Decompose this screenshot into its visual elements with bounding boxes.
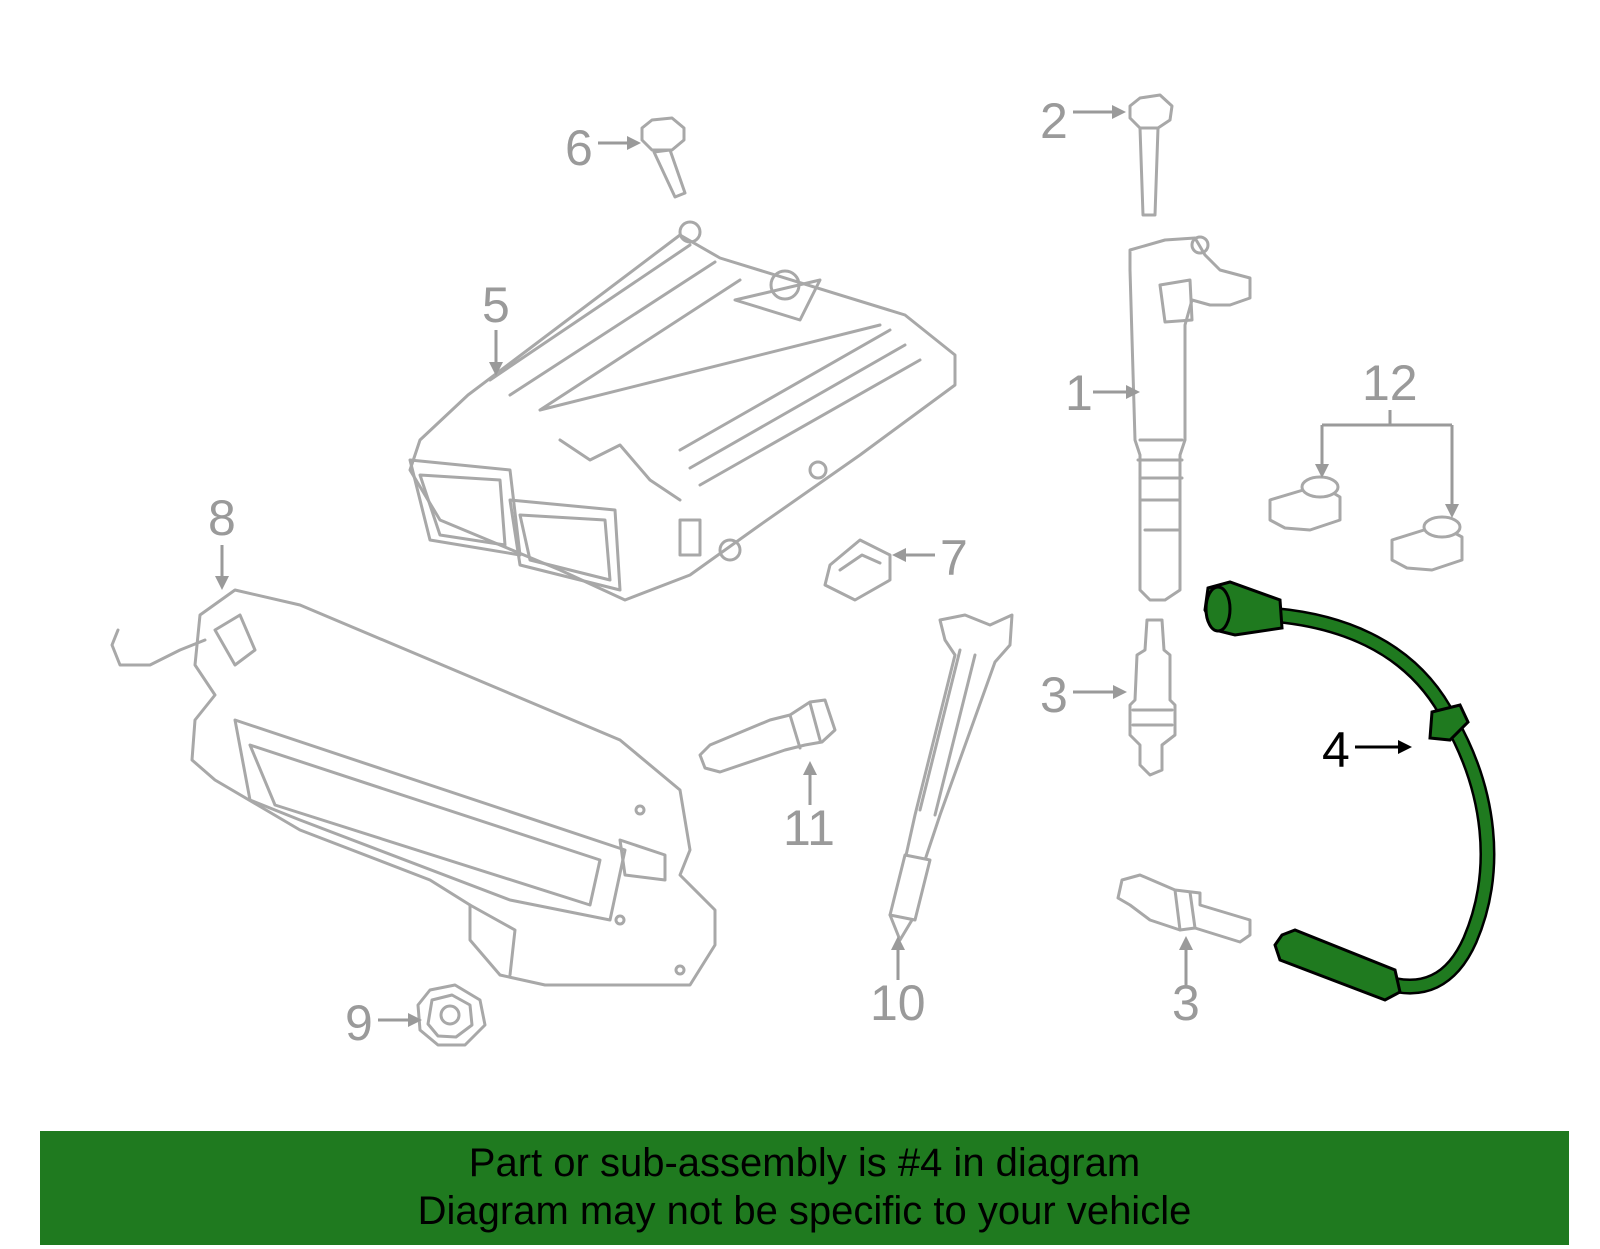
info-banner: Part or sub-assembly is #4 in diagram Di…	[40, 1131, 1569, 1245]
arrow-8	[215, 545, 229, 590]
retaining-clip	[823, 538, 892, 602]
arrow-6	[598, 136, 641, 150]
sensor-probe-10	[888, 613, 1014, 942]
callout-3-upper: 3	[1040, 667, 1068, 723]
spark-plug-upper	[1128, 618, 1177, 777]
arrow-7	[892, 548, 935, 562]
connector-sleeves	[1268, 475, 1464, 572]
module-bracket	[110, 588, 717, 987]
coil-bolt	[1128, 93, 1174, 217]
callout-12: 12	[1362, 355, 1418, 411]
callout-2: 2	[1040, 93, 1068, 149]
arrow-11	[803, 761, 817, 805]
callout-6: 6	[565, 120, 593, 176]
callout-1: 1	[1065, 365, 1093, 421]
callout-8: 8	[208, 490, 236, 546]
hex-nut	[416, 983, 487, 1047]
callout-7: 7	[940, 530, 968, 586]
arrow-4	[1355, 740, 1412, 754]
arrow-10	[891, 936, 905, 980]
arrow-3-upper	[1073, 685, 1127, 699]
banner-line-2: Diagram may not be specific to your vehi…	[417, 1189, 1192, 1233]
spark-plug-lower	[1116, 873, 1252, 944]
callout-11: 11	[783, 800, 835, 856]
callout-4: 4	[1322, 722, 1350, 778]
engine-control-module	[408, 220, 957, 602]
arrow-3-lower	[1179, 936, 1193, 985]
ignition-coil	[1128, 235, 1252, 602]
arrow-2	[1073, 105, 1126, 119]
callout-5: 5	[482, 277, 510, 333]
callout-9: 9	[345, 995, 373, 1051]
bracket-12	[1315, 410, 1459, 518]
arrow-1	[1093, 385, 1140, 399]
arrow-5	[489, 330, 503, 376]
module-bolt	[640, 116, 687, 199]
sensor-11	[698, 698, 837, 774]
callout-10: 10	[870, 975, 926, 1031]
arrow-9	[378, 1013, 422, 1027]
spark-plug-wire[interactable]	[1203, 580, 1496, 1002]
banner-line-1: Part or sub-assembly is #4 in diagram	[468, 1141, 1141, 1185]
